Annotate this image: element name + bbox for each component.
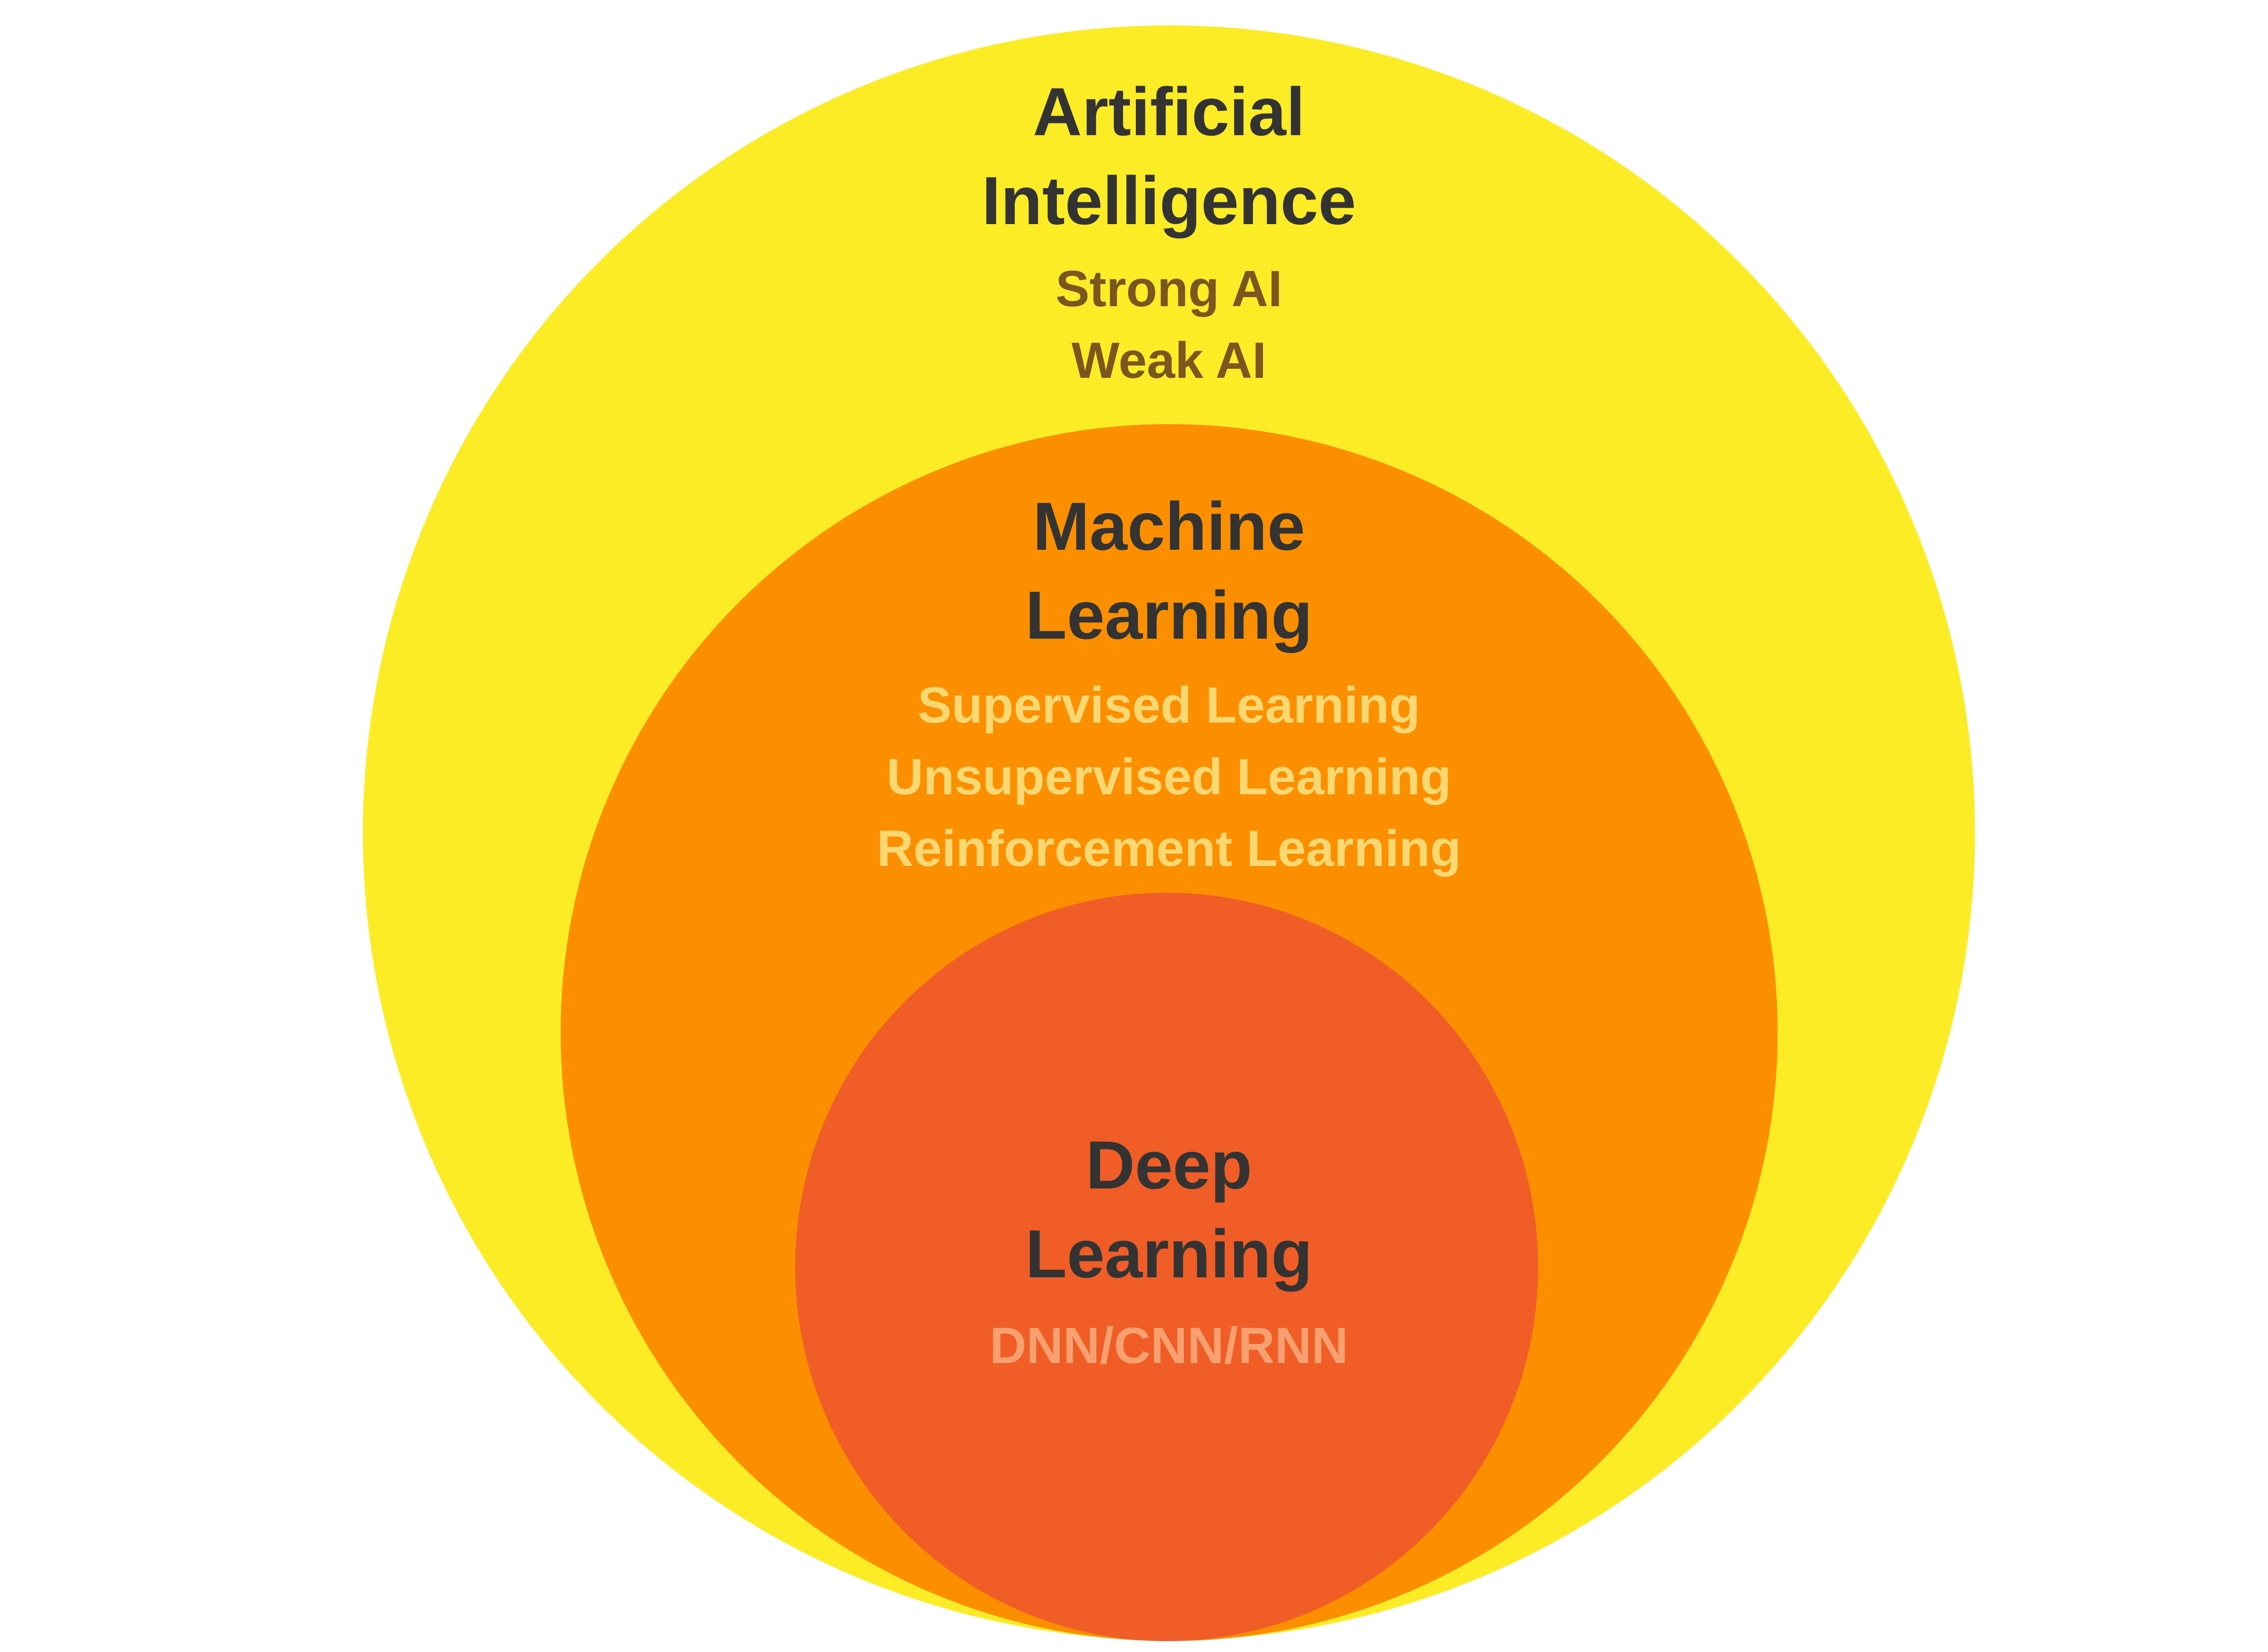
ai-title-line-1: Artificial — [1032, 73, 1305, 150]
ml-label-group: Machine Learning Supervised Learning Uns… — [464, 482, 1874, 885]
dl-label-group: Deep Learning DNN/CNN/RNN — [464, 1120, 1874, 1382]
ai-subtypes: Strong AI Weak AI — [464, 253, 1874, 396]
deep-learning-circle — [795, 893, 1538, 1641]
ml-subtype-unsupervised: Unsupervised Learning — [886, 748, 1452, 805]
ai-label-group: Artificial Intelligence Strong AI Weak A… — [464, 67, 1874, 396]
dl-subtype-networks: DNN/CNN/RNN — [989, 1317, 1349, 1374]
ml-subtype-reinforcement: Reinforcement Learning — [876, 820, 1461, 877]
ai-title-line-2: Intelligence — [982, 162, 1356, 239]
dl-title-line-2: Learning — [1025, 1216, 1313, 1292]
dl-subtypes: DNN/CNN/RNN — [464, 1310, 1874, 1382]
ml-title-line-1: Machine — [1032, 488, 1305, 564]
ml-subtype-supervised: Supervised Learning — [918, 677, 1420, 733]
ai-subtype-strong: Strong AI — [1056, 260, 1282, 317]
ml-subtypes: Supervised Learning Unsupervised Learnin… — [464, 670, 1874, 885]
dl-title-line-1: Deep — [1085, 1127, 1252, 1203]
ml-title-line-2: Learning — [1025, 577, 1313, 653]
ai-subtype-weak: Weak AI — [1071, 332, 1266, 389]
